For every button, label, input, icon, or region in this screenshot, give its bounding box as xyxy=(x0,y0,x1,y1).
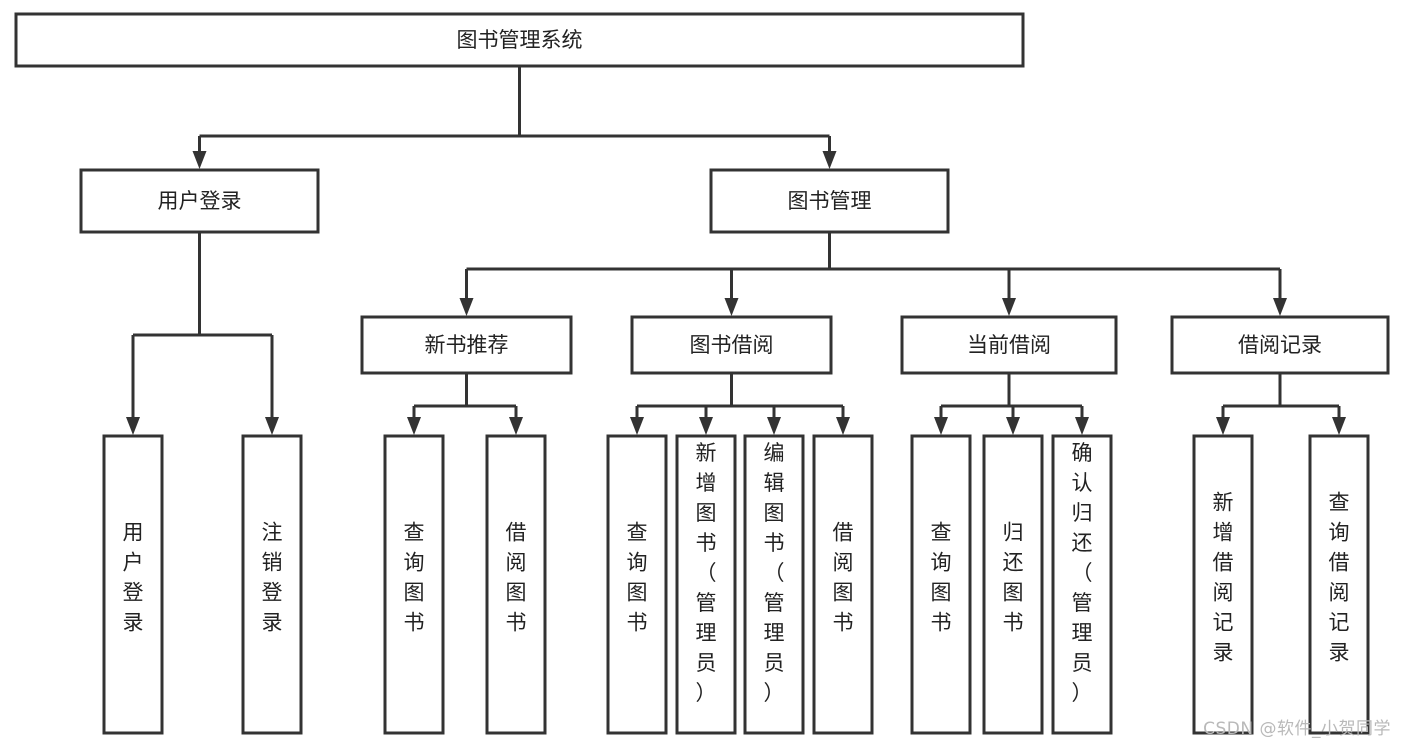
node-borrow-record-label: 借阅记录 xyxy=(1238,333,1322,357)
arrow-head-icon xyxy=(459,298,474,316)
arrow-head-icon xyxy=(1075,417,1089,435)
node-leaf-borrow-book-recommend-box xyxy=(485,434,547,735)
node-leaf-confirm-return-label: 确认归还（管理员） xyxy=(1072,441,1093,705)
node-leaf-add-book-label: 新增图书（管理员） xyxy=(696,441,717,705)
node-new-book-recommend-label: 新书推荐 xyxy=(425,333,509,357)
node-borrow-record[interactable]: 借阅记录 xyxy=(1170,315,1390,375)
node-user-login-box xyxy=(79,168,320,234)
node-leaf-query-borrow-record[interactable]: 查询借阅记录 xyxy=(1308,434,1370,735)
node-user-login[interactable]: 用户登录 xyxy=(79,168,320,234)
node-leaf-query-borrow-record-label: 查询借阅记录 xyxy=(1329,491,1350,665)
node-book-borrow-box xyxy=(630,315,833,375)
arrow-head-icon xyxy=(1006,417,1020,435)
arrow-head-icon xyxy=(192,151,207,169)
node-leaf-add-book-box xyxy=(675,434,737,735)
arrow-head-icon xyxy=(724,298,739,316)
node-book-management-label: 图书管理 xyxy=(788,189,872,213)
node-leaf-add-borrow-record[interactable]: 新增借阅记录 xyxy=(1192,434,1254,735)
node-leaf-query-borrow-record-box xyxy=(1308,434,1370,735)
node-leaf-borrow-book[interactable]: 借阅图书 xyxy=(812,434,874,735)
node-leaf-query-book-borrow-box xyxy=(606,434,668,735)
node-leaf-query-book-borrow[interactable]: 查询图书 xyxy=(606,434,668,735)
node-leaf-query-book-current-label: 查询图书 xyxy=(931,521,952,635)
node-leaf-confirm-return[interactable]: 确认归还（管理员） xyxy=(1051,434,1113,735)
node-book-management[interactable]: 图书管理 xyxy=(709,168,950,234)
arrow-head-icon xyxy=(509,417,523,435)
node-book-management-box xyxy=(709,168,950,234)
node-root-box xyxy=(14,12,1025,68)
csdn-watermark: CSDN @软件_小贺同学 xyxy=(1203,719,1391,739)
node-leaf-query-book-current[interactable]: 查询图书 xyxy=(910,434,972,735)
node-leaf-user-login-label: 用户登录 xyxy=(123,521,144,635)
node-leaf-user-login-box xyxy=(102,434,164,735)
node-leaf-borrow-book-label: 借阅图书 xyxy=(833,521,854,635)
arrow-head-icon xyxy=(836,417,850,435)
connectors-layer xyxy=(126,66,1346,435)
node-leaf-return-book-box xyxy=(982,434,1044,735)
node-book-borrow-label: 图书借阅 xyxy=(690,333,774,357)
node-root-label: 图书管理系统 xyxy=(457,28,583,52)
node-leaf-query-book-borrow-label: 查询图书 xyxy=(627,521,648,635)
node-leaf-borrow-book-box xyxy=(812,434,874,735)
arrow-head-icon xyxy=(1002,298,1016,316)
node-leaf-add-borrow-record-label: 新增借阅记录 xyxy=(1213,491,1234,665)
arrow-head-icon xyxy=(630,417,644,435)
node-leaf-borrow-book-recommend[interactable]: 借阅图书 xyxy=(485,434,547,735)
node-leaf-return-book[interactable]: 归还图书 xyxy=(982,434,1044,735)
node-user-login-label: 用户登录 xyxy=(158,189,242,213)
node-leaf-query-book-recommend[interactable]: 查询图书 xyxy=(383,434,445,735)
node-leaf-borrow-book-recommend-label: 借阅图书 xyxy=(506,521,527,635)
node-leaf-edit-book[interactable]: 编辑图书（管理员） xyxy=(743,434,805,735)
node-leaf-add-book[interactable]: 新增图书（管理员） xyxy=(675,434,737,735)
arrow-head-icon xyxy=(699,417,713,435)
node-leaf-return-book-label: 归还图书 xyxy=(1003,521,1024,635)
arrow-head-icon xyxy=(407,417,421,435)
node-new-book-recommend-box xyxy=(360,315,573,375)
arrow-head-icon xyxy=(126,417,140,435)
node-leaf-query-book-recommend-box xyxy=(383,434,445,735)
node-leaf-logout-box xyxy=(241,434,303,735)
nodes-layer: 图书管理系统用户登录图书管理新书推荐图书借阅当前借阅借阅记录用户登录注销登录查询… xyxy=(14,12,1390,735)
node-leaf-edit-book-label: 编辑图书（管理员） xyxy=(764,441,785,705)
node-root[interactable]: 图书管理系统 xyxy=(14,12,1025,68)
node-leaf-confirm-return-box xyxy=(1051,434,1113,735)
node-leaf-query-book-recommend-label: 查询图书 xyxy=(404,521,425,635)
node-leaf-add-borrow-record-box xyxy=(1192,434,1254,735)
arrow-head-icon xyxy=(1273,298,1287,316)
arrow-head-icon xyxy=(934,417,948,435)
node-leaf-edit-book-box xyxy=(743,434,805,735)
node-book-borrow[interactable]: 图书借阅 xyxy=(630,315,833,375)
node-current-borrow-label: 当前借阅 xyxy=(967,333,1051,357)
node-current-borrow-box xyxy=(900,315,1118,375)
node-leaf-query-book-current-box xyxy=(910,434,972,735)
node-leaf-logout-label: 注销登录 xyxy=(262,521,283,635)
arrow-head-icon xyxy=(1216,417,1230,435)
node-borrow-record-box xyxy=(1170,315,1390,375)
arrow-head-icon xyxy=(822,151,837,169)
node-leaf-logout[interactable]: 注销登录 xyxy=(241,434,303,735)
arrow-head-icon xyxy=(265,417,279,435)
node-new-book-recommend[interactable]: 新书推荐 xyxy=(360,315,573,375)
arrow-head-icon xyxy=(1332,417,1346,435)
node-current-borrow[interactable]: 当前借阅 xyxy=(900,315,1118,375)
arrow-head-icon xyxy=(767,417,781,435)
node-leaf-user-login[interactable]: 用户登录 xyxy=(102,434,164,735)
